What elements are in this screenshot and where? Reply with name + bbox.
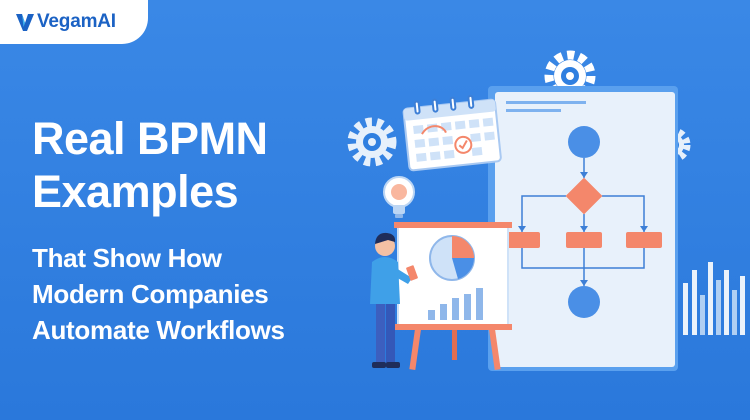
subheadline-line-3: Automate Workflows (32, 315, 285, 345)
person-icon (370, 232, 418, 368)
gear-icon (347, 117, 397, 167)
subheadline-line-1: That Show How (32, 243, 222, 273)
task-node (566, 232, 602, 248)
start-event-node (568, 126, 600, 158)
vegam-v-logo-icon (16, 14, 34, 31)
bar-chart-icon (428, 288, 483, 320)
task-node (626, 232, 662, 248)
calendar-icon (402, 94, 502, 172)
headline-line-1: Real BPMN (32, 113, 268, 164)
presentation-board (394, 222, 512, 370)
end-event-node (568, 286, 600, 318)
lightbulb-icon (383, 176, 415, 218)
bpmn-diagram-panel (488, 86, 678, 371)
logo[interactable]: VegamAI (0, 0, 148, 44)
background-bars (683, 262, 745, 335)
subheadline-line-2: Modern Companies (32, 279, 269, 309)
headline-line-2: Examples (32, 166, 239, 217)
gear-icon (544, 50, 596, 102)
task-node (504, 232, 540, 248)
logo-text: VegamAI (37, 11, 116, 32)
gateway-node (565, 177, 603, 215)
pie-chart-icon (429, 235, 475, 281)
